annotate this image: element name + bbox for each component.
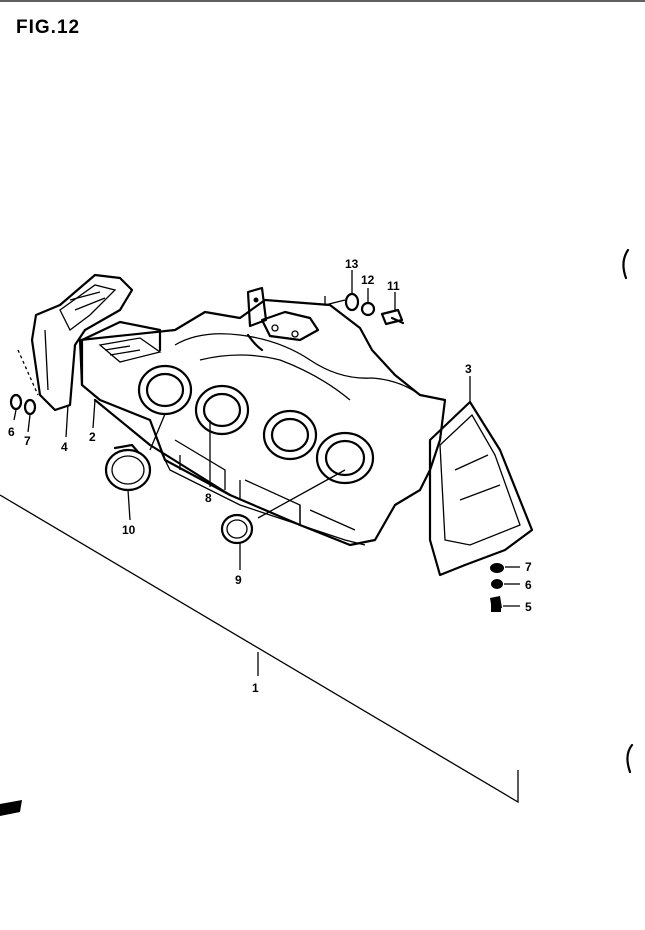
callout-7-right: 7 [525,560,532,574]
callout-13: 13 [345,257,359,271]
carb-sockets [137,364,375,485]
callout-9: 9 [235,573,242,587]
right-duct-cover [428,400,534,577]
small-parts [9,292,504,612]
callout-2: 2 [89,430,96,444]
callout-11: 11 [387,279,400,293]
callout-6-left: 6 [8,425,15,439]
figure-title: FIG.12 [16,17,81,38]
air-cleaner-case [78,286,447,547]
edge-fragment-top [622,248,630,280]
left-duct-cover [30,273,134,412]
callout-8: 8 [205,491,212,505]
callout-4: 4 [61,440,68,454]
edge-fragment-left [0,800,22,816]
callout-6-right: 6 [525,578,532,592]
callout-7-left: 7 [24,434,31,448]
callout-12: 12 [361,273,375,287]
callout-5: 5 [525,600,532,614]
leader-lines [0,270,520,804]
callout-1: 1 [252,681,259,695]
callout-3: 3 [465,362,472,376]
edge-fragment-bottom [626,743,634,774]
callout-10: 10 [122,523,136,537]
